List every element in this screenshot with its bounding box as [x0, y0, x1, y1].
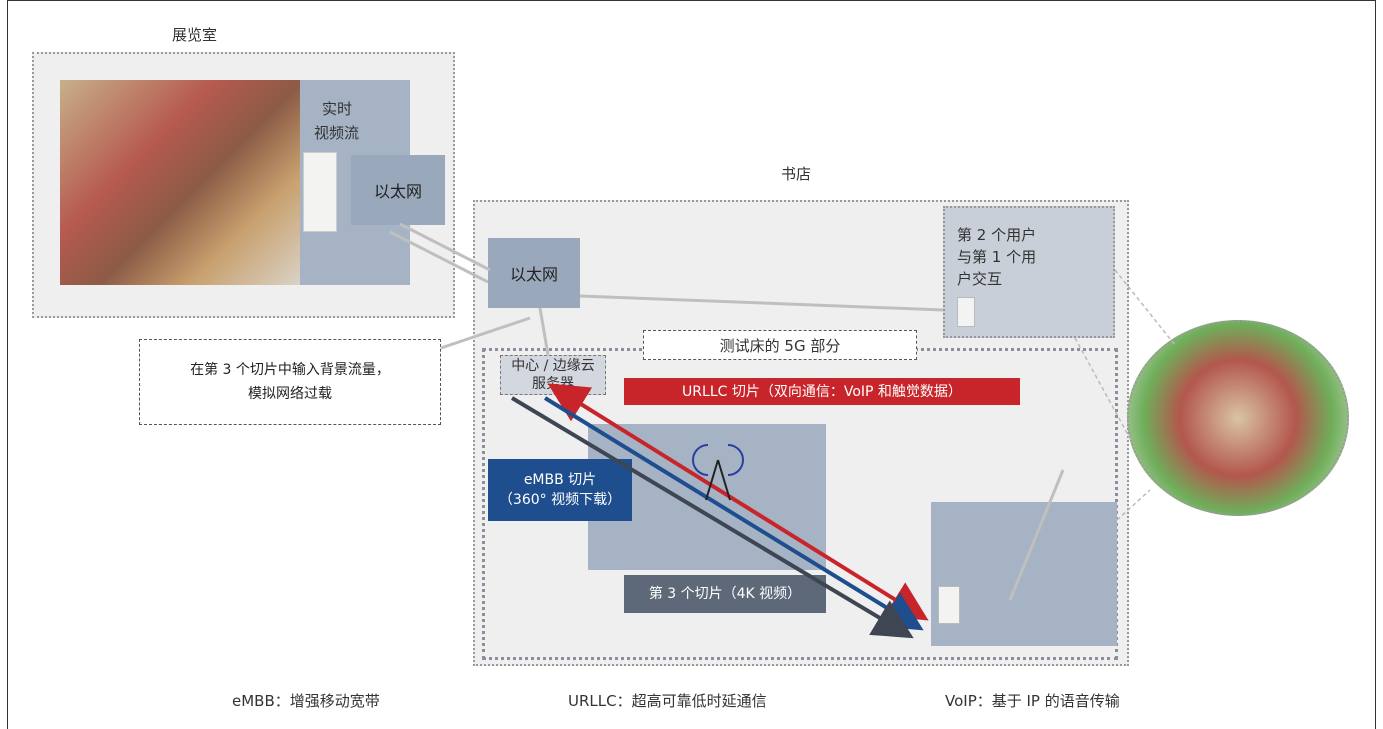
- magnifier-line-bottom: [1116, 489, 1151, 521]
- user2-label-2: 与第 1 个用: [957, 248, 1037, 266]
- server-label-1: 中心 / 边缘云: [511, 358, 595, 374]
- showroom-photo: [60, 80, 300, 285]
- antenna-icon: [692, 444, 744, 501]
- legend-voip: VoIP：基于 IP 的语音传输: [945, 692, 1120, 710]
- slice3-arrow: [510, 396, 914, 639]
- connector-vr-user: [1008, 469, 1065, 601]
- bookstore-title: 书店: [781, 165, 812, 183]
- user2-device: [957, 297, 975, 327]
- connector-eth-eth-a: [399, 222, 491, 272]
- legend-embb: eMBB：增强移动宽带: [232, 692, 380, 710]
- magnifier-line-top: [1114, 269, 1176, 346]
- connector-eth-server: [538, 307, 550, 356]
- embb-arrow: [543, 396, 924, 631]
- camera-transmitter: [303, 152, 337, 232]
- ethernet-box-bookstore: 以太网: [488, 238, 580, 308]
- vr-view-magnifier: [1127, 320, 1349, 516]
- testbed-5g-title: 测试床的 5G 部分: [643, 330, 917, 360]
- user2-label-3: 户交互: [957, 270, 1003, 288]
- connector-eth-eth-b: [389, 230, 489, 284]
- connector-eth-user2: [579, 294, 944, 312]
- user2-label-1: 第 2 个用户: [957, 226, 1037, 244]
- legend-urllc: URLLC：超高可靠低时延通信: [568, 692, 767, 710]
- note-line-1: 在第 3 个切片中输入背景流量，: [190, 362, 390, 378]
- outer-frame: [7, 0, 1376, 729]
- note-line-2: 模拟网络过载: [248, 386, 332, 402]
- live-stream-label-2: 视频流: [314, 124, 360, 142]
- live-stream-label-1: 实时: [322, 100, 353, 118]
- urllc-arrow: [547, 383, 929, 621]
- vr-user-photo: [931, 502, 1117, 646]
- vr-user-device: [938, 586, 960, 624]
- ethernet-box-showroom: 以太网: [351, 155, 445, 225]
- connector-note: [440, 316, 531, 350]
- background-traffic-note: 在第 3 个切片中输入背景流量， 模拟网络过载: [139, 339, 441, 425]
- magnifier-line-mid: [1074, 337, 1133, 443]
- showroom-title: 展览室: [172, 26, 218, 44]
